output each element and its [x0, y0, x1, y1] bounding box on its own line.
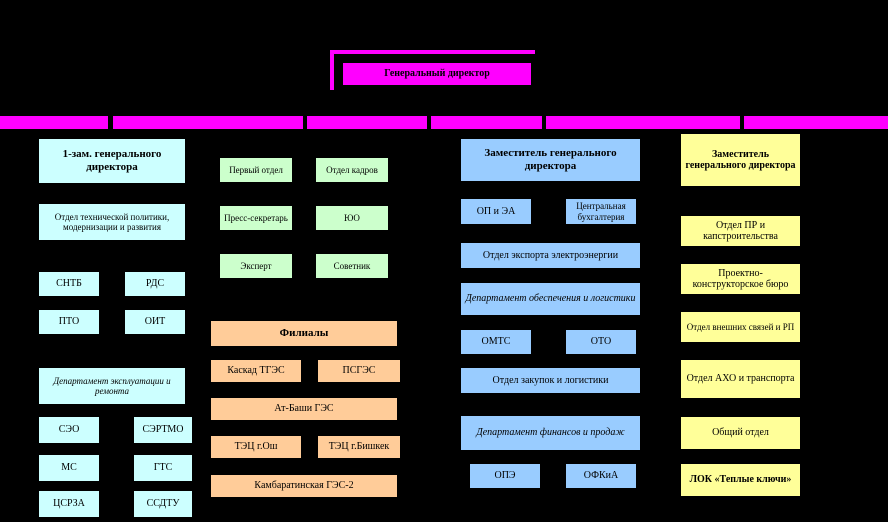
op-ea-box[interactable]: ОП и ЭА	[460, 198, 532, 225]
tec-osh-box[interactable]: ТЭЦ г.Ош	[210, 435, 302, 459]
connector-bar-5	[546, 116, 740, 129]
connector-bar-1	[0, 116, 108, 129]
lok-box[interactable]: ЛОК «Теплые ключи»	[680, 463, 801, 497]
pto-label: ПТО	[58, 316, 80, 328]
design-bureau-label: Проектно-конструкторское бюро	[692, 267, 789, 291]
sertmo-box[interactable]: СЭРТМО	[133, 416, 193, 444]
connector-bar-4	[431, 116, 542, 129]
dept-logistics-box[interactable]: Департамент обеспечения и логистики	[460, 282, 641, 316]
connector-bar-2	[113, 116, 303, 129]
design-bureau-box[interactable]: Проектно-конструкторское бюро	[680, 263, 801, 295]
first-dept-label: Первый отдел	[229, 164, 283, 175]
legal-dept-label: ЮО	[344, 212, 360, 223]
deputy-construction-box[interactable]: Заместитель генерального директора	[680, 133, 801, 187]
cascade-tges-box[interactable]: Каскад ТГЭС	[210, 359, 302, 383]
gts-label: ГТС	[153, 462, 173, 474]
oto-box[interactable]: ОТО	[565, 329, 637, 355]
dept-operation-box[interactable]: Департамент эксплуатации и ремонта	[38, 367, 186, 405]
general-dept-label: Общий отдел	[712, 427, 769, 439]
dept-logistics-label: Департамент обеспечения и логистики	[465, 293, 636, 305]
tsrza-label: ЦСРЗА	[53, 498, 85, 510]
export-dept-box[interactable]: Отдел экспорта электроэнергии	[460, 242, 641, 269]
tsrza-box[interactable]: ЦСРЗА	[38, 490, 100, 518]
expert-label: Эксперт	[240, 260, 272, 271]
kambarata-box[interactable]: Камбаратинская ГЭС-2	[210, 474, 398, 498]
procurement-dept-box[interactable]: Отдел закупок и логистики	[460, 367, 641, 394]
kambarata-label: Камбаратинская ГЭС-2	[254, 480, 354, 492]
pr-construction-label: Отдел ПР и капстроительства	[703, 219, 778, 243]
ssdtu-label: ССДТУ	[146, 498, 180, 510]
external-relations-label: Отдел внешних связей и РП	[686, 321, 795, 332]
tec-bishkek-box[interactable]: ТЭЦ г.Бишкек	[317, 435, 401, 459]
ofkia-label: ОФКиА	[583, 470, 619, 482]
tec-bishkek-label: ТЭЦ г.Бишкек	[328, 441, 390, 453]
press-secretary-box[interactable]: Пресс-секретарь	[219, 205, 293, 231]
psges-box[interactable]: ПСГЭС	[317, 359, 401, 383]
sertmo-label: СЭРТМО	[142, 424, 184, 436]
omts-label: ОМТС	[481, 336, 511, 348]
export-dept-label: Отдел экспорта электроэнергии	[482, 249, 619, 261]
legal-dept-box[interactable]: ЮО	[315, 205, 389, 231]
oto-label: ОТО	[590, 336, 612, 348]
ms-label: МС	[61, 462, 77, 474]
oit-box[interactable]: ОИТ	[124, 309, 186, 335]
hr-dept-box[interactable]: Отдел кадров	[315, 157, 389, 183]
op-ea-label: ОП и ЭА	[476, 205, 516, 217]
cascade-tges-label: Каскад ТГЭС	[227, 365, 285, 377]
dept-tech-policy-box[interactable]: Отдел технической политики, модернизации…	[38, 203, 186, 241]
seo-label: СЭО	[58, 424, 80, 436]
hr-dept-label: Отдел кадров	[326, 164, 378, 175]
expert-box[interactable]: Эксперт	[219, 253, 293, 279]
advisor-label: Советник	[333, 260, 371, 271]
lok-label: ЛОК «Теплые ключи»	[689, 474, 792, 486]
central-accounting-box[interactable]: Центральная бухгалтерия	[565, 198, 637, 225]
dept-tech-policy-label: Отдел технической политики, модернизации…	[54, 211, 170, 232]
aho-transport-label: Отдел АХО и транспорта	[686, 373, 795, 385]
first-deputy-label: 1-зам. генерального директора	[62, 148, 162, 173]
ope-label: ОПЭ	[494, 470, 516, 482]
dept-operation-label: Департамент эксплуатации и ремонта	[53, 375, 171, 396]
seo-box[interactable]: СЭО	[38, 416, 100, 444]
procurement-dept-label: Отдел закупок и логистики	[492, 374, 609, 386]
external-relations-box[interactable]: Отдел внешних связей и РП	[680, 311, 801, 343]
ope-box[interactable]: ОПЭ	[469, 463, 541, 489]
press-secretary-label: Пресс-секретарь	[224, 212, 288, 223]
gts-box[interactable]: ГТС	[133, 454, 193, 482]
ceo-frame	[330, 50, 535, 90]
general-dept-box[interactable]: Общий отдел	[680, 416, 801, 450]
sntb-label: СНТБ	[56, 278, 82, 290]
pto-box[interactable]: ПТО	[38, 309, 100, 335]
ceo-box[interactable]: Генеральный директор	[342, 62, 532, 86]
first-deputy-box[interactable]: 1-зам. генерального директора	[38, 138, 186, 184]
oit-label: ОИТ	[144, 316, 166, 328]
advisor-box[interactable]: Советник	[315, 253, 389, 279]
branches-header-box[interactable]: Филиалы	[210, 320, 398, 347]
connector-bar-6	[744, 116, 888, 129]
omts-box[interactable]: ОМТС	[460, 329, 532, 355]
central-accounting-label: Центральная бухгалтерия	[576, 201, 626, 222]
tec-osh-label: ТЭЦ г.Ош	[234, 441, 278, 453]
atbashi-label: Ат-Баши ГЭС	[274, 403, 334, 415]
ssdtu-box[interactable]: ССДТУ	[133, 490, 193, 518]
ms-box[interactable]: МС	[38, 454, 100, 482]
dept-finance-box[interactable]: Департамент финансов и продаж	[460, 415, 641, 451]
ofkia-box[interactable]: ОФКиА	[565, 463, 637, 489]
connector-bar-3	[307, 116, 427, 129]
sntb-box[interactable]: СНТБ	[38, 271, 100, 297]
psges-label: ПСГЭС	[342, 365, 376, 377]
pr-construction-box[interactable]: Отдел ПР и капстроительства	[680, 215, 801, 247]
ceo-label: Генеральный директор	[384, 68, 490, 80]
deputy-finance-box[interactable]: Заместитель генерального директора	[460, 138, 641, 182]
rds-box[interactable]: РДС	[124, 271, 186, 297]
rds-label: РДС	[145, 278, 165, 290]
atbashi-box[interactable]: Ат-Баши ГЭС	[210, 397, 398, 421]
first-dept-box[interactable]: Первый отдел	[219, 157, 293, 183]
deputy-finance-label: Заместитель генерального директора	[484, 147, 617, 172]
dept-finance-label: Департамент финансов и продаж	[476, 427, 625, 439]
aho-transport-box[interactable]: Отдел АХО и транспорта	[680, 359, 801, 399]
deputy-construction-label: Заместитель генерального директора	[685, 148, 796, 172]
branches-header-label: Филиалы	[279, 327, 329, 340]
